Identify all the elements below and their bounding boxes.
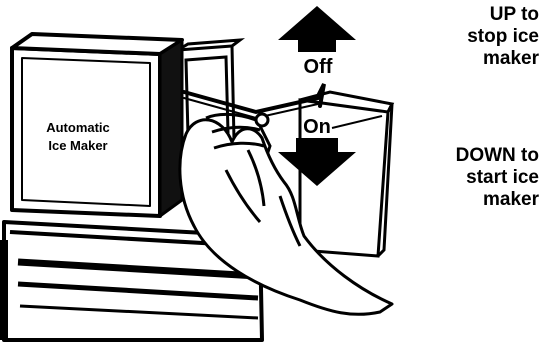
down-arrow-icon: [278, 138, 356, 186]
freezer-tray: [0, 220, 264, 342]
box-label-line2: Ice Maker: [48, 138, 107, 153]
shutoff-arm: [182, 83, 326, 166]
down-instruction-line: maker: [483, 189, 539, 210]
up-instruction: UP to stop ice maker: [399, 4, 539, 70]
on-label: On: [303, 116, 331, 138]
up-arrow-icon: [278, 6, 356, 52]
down-instruction: DOWN to start ice maker: [399, 145, 539, 211]
ice-maker-box: [10, 32, 184, 218]
up-instruction-line: stop ice: [467, 26, 539, 47]
box-label-line1: Automatic: [46, 120, 110, 135]
down-instruction-line: DOWN to: [455, 145, 539, 166]
up-instruction-line: UP to: [489, 4, 539, 25]
hand: [178, 112, 394, 316]
down-instruction-line: start ice: [466, 167, 539, 188]
off-label: Off: [304, 56, 333, 78]
up-instruction-line: maker: [483, 48, 539, 69]
